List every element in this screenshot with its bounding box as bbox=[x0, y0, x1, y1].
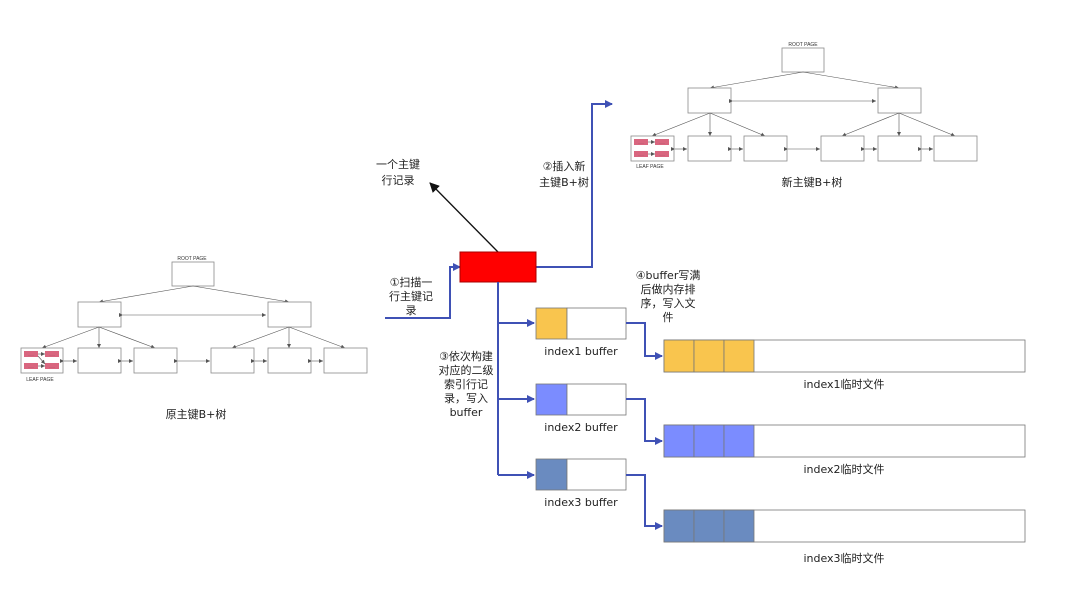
index2-file-arrow bbox=[626, 398, 663, 445]
original-leaf-page-6 bbox=[323, 347, 368, 374]
original-leaf-page-4 bbox=[210, 347, 255, 374]
original-leaf-row-text: …… bbox=[28, 353, 34, 357]
svg-text:行记录: 行记录 bbox=[382, 174, 415, 187]
new-leaf-page-3 bbox=[743, 135, 788, 162]
new-leaf-row-text: …… bbox=[659, 141, 665, 145]
svg-text:件: 件 bbox=[663, 311, 674, 324]
svg-text:后做内存排: 后做内存排 bbox=[641, 282, 696, 296]
svg-text:行主键记: 行主键记 bbox=[389, 289, 433, 303]
svg-text:对应的二级: 对应的二级 bbox=[439, 363, 494, 377]
original-leaf-row-text: …… bbox=[28, 365, 34, 369]
index3-file-block bbox=[663, 509, 695, 543]
new-leaf-row bbox=[655, 151, 669, 157]
index1-file-label: index1临时文件 bbox=[803, 377, 884, 391]
original-root-label: ROOT PAGE bbox=[177, 256, 207, 262]
step1-label: ①扫描一 行主键记 录 bbox=[389, 275, 433, 317]
index3-file-block bbox=[693, 509, 725, 543]
new-leaf-row-text: …… bbox=[659, 153, 665, 157]
index3-temp-file bbox=[663, 509, 1026, 543]
original-leaf-row bbox=[45, 351, 59, 357]
index1-temp-file bbox=[663, 339, 1026, 373]
new-btree: ROOT PAGE …… …… …… …… LEAF PAGE bbox=[630, 42, 978, 189]
step4-label: ④buffer写满 后做内存排 序，写入文 件 bbox=[636, 269, 701, 324]
original-internal-page-left bbox=[77, 301, 122, 328]
scan-arrow bbox=[385, 263, 461, 319]
index2-file-block bbox=[663, 424, 695, 458]
new-leaf-page-6 bbox=[933, 135, 978, 162]
index1-buffer-label: index1 buffer bbox=[544, 345, 618, 358]
index3-file-label: index3临时文件 bbox=[803, 551, 884, 565]
svg-text:①扫描一: ①扫描一 bbox=[390, 275, 433, 289]
new-leaf-row bbox=[634, 139, 648, 145]
primary-key-row-record bbox=[459, 251, 537, 283]
index2-temp-file bbox=[663, 424, 1026, 458]
index1-buffer-filled-slot bbox=[535, 307, 568, 340]
new-root-page bbox=[781, 47, 825, 73]
index3-file-arrow bbox=[626, 474, 663, 530]
original-leaf-page-5 bbox=[267, 347, 312, 374]
step3-label: ③依次构建 对应的二级 索引行记 录，写入 buffer bbox=[439, 349, 494, 419]
original-tree-caption: 原主键B+树 bbox=[166, 407, 227, 421]
index2-buffer-filled-slot bbox=[535, 383, 568, 416]
index1-file-block bbox=[723, 339, 755, 373]
index1-file-block bbox=[663, 339, 695, 373]
original-internal-page-right bbox=[267, 301, 312, 328]
original-root-page bbox=[171, 261, 215, 287]
index2-file-label: index2临时文件 bbox=[803, 462, 884, 476]
step2-label: ②插入新 主键B+树 bbox=[539, 159, 589, 189]
index1-file-block bbox=[693, 339, 725, 373]
original-btree: ROOT PAGE …… …… …… …… bbox=[20, 256, 368, 421]
new-leaf-row-text: …… bbox=[638, 141, 644, 145]
svg-text:④buffer写满: ④buffer写满 bbox=[636, 269, 701, 282]
new-internal-page-left bbox=[687, 87, 732, 114]
svg-text:buffer: buffer bbox=[450, 406, 483, 419]
index2-buffer-empty-slot bbox=[566, 383, 627, 416]
original-leaf-label: LEAF PAGE bbox=[26, 377, 54, 383]
new-internal-page-right bbox=[877, 87, 922, 114]
svg-text:索引行记: 索引行记 bbox=[444, 377, 488, 391]
svg-text:录: 录 bbox=[406, 304, 417, 317]
insert-arrow bbox=[536, 100, 613, 268]
original-leaf-page-2 bbox=[77, 347, 122, 374]
svg-text:序，写入文: 序，写入文 bbox=[641, 296, 696, 310]
svg-text:②插入新: ②插入新 bbox=[543, 159, 586, 173]
original-leaf-row bbox=[24, 363, 38, 369]
index1-file-arrow bbox=[626, 322, 663, 360]
svg-text:③依次构建: ③依次构建 bbox=[439, 349, 493, 363]
new-leaf-page-4 bbox=[820, 135, 865, 162]
original-leaf-row bbox=[45, 363, 59, 369]
index2-file-block bbox=[693, 424, 725, 458]
new-leaf-row bbox=[634, 151, 648, 157]
original-leaf-row-text: …… bbox=[49, 365, 55, 369]
new-leaf-page-2 bbox=[687, 135, 732, 162]
new-leaf-page-5 bbox=[877, 135, 922, 162]
record-arrow bbox=[429, 182, 499, 253]
original-leaf-row-text: …… bbox=[49, 353, 55, 357]
svg-text:一个主键: 一个主键 bbox=[376, 157, 420, 171]
new-tree-caption: 新主键B+树 bbox=[782, 175, 843, 189]
index3-buffer-label: index3 buffer bbox=[544, 496, 618, 509]
new-leaf-row bbox=[655, 139, 669, 145]
svg-text:录，写入: 录，写入 bbox=[444, 392, 488, 405]
index2-file-block bbox=[723, 424, 755, 458]
index3-buffer-filled-slot bbox=[535, 458, 568, 491]
new-leaf-row-text: …… bbox=[638, 153, 644, 157]
index3-file-block bbox=[723, 509, 755, 543]
index1-buffer-empty-slot bbox=[566, 307, 627, 340]
index2-buffer-label: index2 buffer bbox=[544, 421, 618, 434]
svg-text:主键B+树: 主键B+树 bbox=[539, 175, 589, 189]
new-root-label: ROOT PAGE bbox=[788, 42, 818, 48]
original-leaf-page-3 bbox=[133, 347, 178, 374]
new-leaf-label: LEAF PAGE bbox=[636, 164, 664, 170]
original-leaf-row bbox=[24, 351, 38, 357]
step0-label: 一个主键 行记录 bbox=[376, 157, 420, 187]
index3-buffer-empty-slot bbox=[566, 458, 627, 491]
